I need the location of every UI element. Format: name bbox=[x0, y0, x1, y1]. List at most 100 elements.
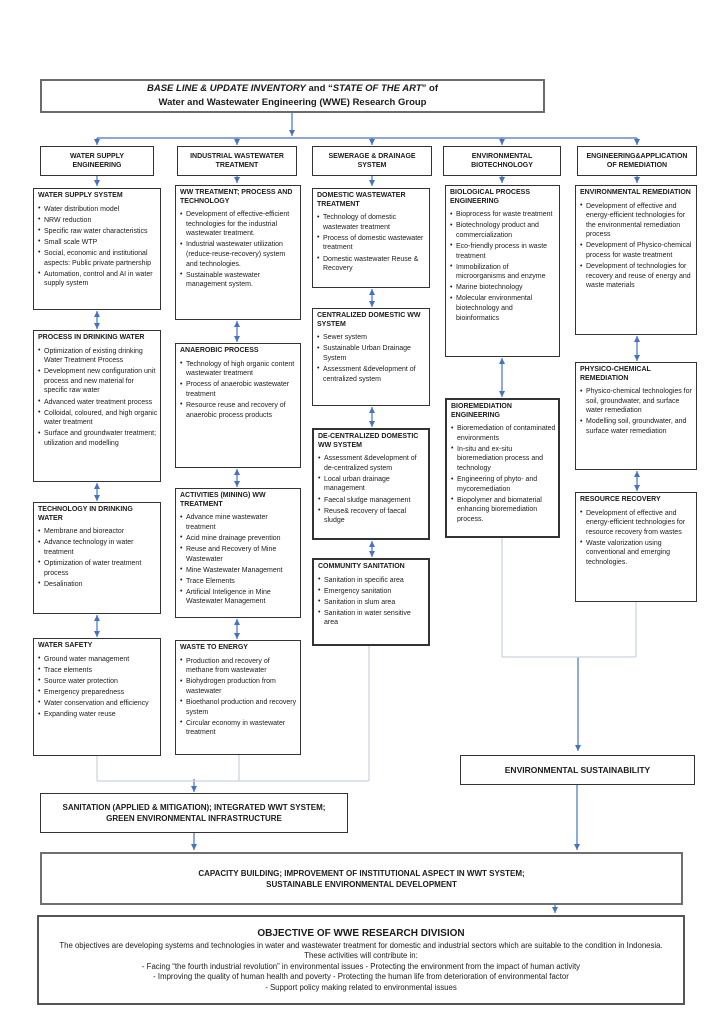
bullet-item: Molecular environmental biotechnology an… bbox=[450, 294, 557, 323]
bullet-item: Development of effective and energy-effi… bbox=[580, 201, 694, 240]
objective-lines: The objectives are developing systems an… bbox=[52, 941, 670, 994]
bullet-item: Acid mine drainage prevention bbox=[180, 533, 298, 544]
box-title: WATER SAFETY bbox=[38, 642, 93, 649]
bullet-item: Modelling soil, groundwater, and surface… bbox=[580, 417, 694, 436]
bullet-item: Waste valorization using conventional an… bbox=[580, 538, 694, 568]
bullet-item: Sustainable wastewater management system… bbox=[180, 270, 298, 290]
box-title: PHYSICO-CHEMICAL REMEDIATION bbox=[580, 366, 651, 382]
bullet-item: Social, economic and institutional aspec… bbox=[38, 248, 158, 268]
bullet-list: Sanitation in specific areaEmergency san… bbox=[318, 575, 426, 628]
box-centralized-domestic-ww-system: CENTRALIZED DOMESTIC WW SYSTEM Sewer sys… bbox=[312, 308, 430, 406]
title-part-of: ” of bbox=[421, 83, 438, 94]
blue-arrows bbox=[94, 113, 640, 913]
box-title: TECHNOLOGY IN DRINKING WATER bbox=[38, 506, 133, 522]
bullet-item: Faecal sludge management bbox=[318, 495, 426, 506]
bullet-item: Physico-chemical technologies for soil, … bbox=[580, 387, 694, 416]
box-title: PROCESS IN DRINKING WATER bbox=[38, 334, 145, 341]
bullet-item: Ground water management bbox=[38, 654, 158, 665]
bullet-item: Production and recovery of methane from … bbox=[180, 656, 298, 676]
bullet-item: Emergency preparedness bbox=[38, 687, 158, 698]
bullet-item: Emergency sanitation bbox=[318, 586, 426, 597]
box-title: CENTRALIZED DOMESTIC WW SYSTEM bbox=[317, 312, 421, 328]
bullet-item: Process of anaerobic wastewater treatmen… bbox=[180, 380, 298, 399]
box-community-sanitation: COMMUNITY SANITATION Sanitation in speci… bbox=[312, 558, 430, 646]
bullet-item: Industrial wastewater utilization (reduc… bbox=[180, 240, 298, 269]
title-line-1: BASE LINE & UPDATE INVENTORY and “STATE … bbox=[147, 82, 438, 96]
objective-title: OBJECTIVE OF WWE RESEARCH DIVISION bbox=[257, 927, 465, 939]
box-capacity-building: CAPACITY BUILDING; IMPROVEMENT OF INSTIT… bbox=[40, 852, 683, 905]
box-title: BIOLOGICAL PROCESS ENGINEERING bbox=[450, 189, 530, 205]
box-water-supply-system: WATER SUPPLY SYSTEM Water distribution m… bbox=[33, 188, 161, 310]
box-title: ANAEROBIC PROCESS bbox=[180, 347, 259, 354]
box-title: ACTIVITIES (MINING) WW TREATMENT bbox=[180, 492, 266, 508]
box-environmental-remediation: ENVIRONMENTAL REMEDIATION Development of… bbox=[575, 185, 697, 335]
bullet-item: Assessment &development of de-centralize… bbox=[318, 454, 426, 473]
bullet-item: Water distribution model bbox=[38, 204, 158, 215]
bullet-item: Advance mine wastewater treatment bbox=[180, 513, 298, 532]
bullet-item: Development of technologies for recovery… bbox=[580, 262, 694, 291]
bullet-item: Artificial Inteligence in Mine Wastewate… bbox=[180, 587, 298, 607]
bullet-item: Development of Physico-chemical process … bbox=[580, 241, 694, 260]
bullet-item: Biotechnology product and commercializat… bbox=[450, 221, 557, 240]
bullet-item: In-situ and ex-situ bioremediation proce… bbox=[451, 444, 556, 474]
bullet-item: Optimization of existing drinking Water … bbox=[38, 346, 158, 366]
title-part-and: and “ bbox=[305, 83, 333, 94]
bullet-item: Desalination bbox=[38, 579, 158, 590]
box-title: BIOREMEDIATION ENGINEERING bbox=[451, 403, 512, 419]
bullet-item: Expanding water reuse bbox=[38, 710, 158, 720]
box-resource-recovery: RESOURCE RECOVERY Development of effecti… bbox=[575, 492, 697, 602]
box-title: WATER SUPPLY SYSTEM bbox=[38, 192, 123, 199]
bullet-item: Sanitation in slum area bbox=[318, 597, 426, 608]
box-anaerobic-process: ANAEROBIC PROCESS Technology of high org… bbox=[175, 343, 301, 468]
title-line-2: Water and Wastewater Engineering (WWE) R… bbox=[158, 97, 427, 108]
bullet-item: Biohydrogen production from wastewater bbox=[180, 677, 298, 696]
bullet-item: Immobilization of microorganisms and enz… bbox=[450, 262, 557, 282]
bullet-item: Local urban drainage management bbox=[318, 474, 426, 494]
bullet-list: Development of effective and energy-effi… bbox=[580, 201, 694, 291]
box-physico-chemical-remediation: PHYSICO-CHEMICAL REMEDIATION Physico-che… bbox=[575, 362, 697, 470]
bullet-item: Specific raw water characteristics bbox=[38, 226, 158, 237]
title-part-state-of-art: STATE OF THE ART bbox=[332, 83, 422, 94]
bullet-item: Reuse& recovery of faecal sludge bbox=[318, 506, 426, 526]
bullet-item: Reuse and Recovery of Mine Wastewater bbox=[180, 544, 298, 564]
bullet-item: Automation, control and AI in water supp… bbox=[38, 269, 158, 289]
bullet-item: Small scale WTP bbox=[38, 237, 158, 248]
bullet-item: Sanitation in water sensitive area bbox=[318, 608, 426, 628]
bullet-item: Engineering of phyto- and mycoremediatio… bbox=[451, 475, 556, 494]
bullet-list: Bioprocess for waste treatmentBiotechnol… bbox=[450, 210, 557, 323]
objective-line: - Improving the quality of human health … bbox=[153, 972, 569, 982]
bullet-item: Trace elements bbox=[38, 665, 158, 676]
title-part-baseline: BASE LINE & UPDATE INVENTORY bbox=[146, 83, 306, 94]
bullet-item: Domestic wastewater Reuse & Recovery bbox=[317, 254, 427, 274]
bullet-list: Technology of high organic content waste… bbox=[180, 359, 298, 421]
box-waste-to-energy: WASTE TO ENERGY Production and recovery … bbox=[175, 640, 301, 755]
bullet-item: Optimization of water treatment process bbox=[38, 558, 158, 578]
bullet-item: Sustainable Urban Drainage System bbox=[317, 344, 427, 363]
box-technology-in-drinking-water: TECHNOLOGY IN DRINKING WATER Membrane an… bbox=[33, 502, 161, 614]
objective-line: - Facing “the fourth industrial revoluti… bbox=[141, 961, 581, 971]
bullet-item: NRW reduction bbox=[38, 215, 158, 226]
box-title: ENVIRONMENTAL REMEDIATION bbox=[580, 189, 691, 196]
baseline-inventory-title-box: BASE LINE & UPDATE INVENTORY and “STATE … bbox=[40, 79, 545, 113]
bullet-item: Advance technology in water treatment bbox=[38, 538, 158, 557]
bullet-item: Circular economy in wastewater treatment bbox=[180, 718, 298, 738]
box-title: RESOURCE RECOVERY bbox=[580, 496, 661, 503]
bullet-list: Bioremediation of contaminated environme… bbox=[451, 424, 556, 524]
bullet-list: Ground water managementTrace elementsSou… bbox=[38, 654, 158, 720]
box-process-in-drinking-water: PROCESS IN DRINKING WATER Optimization o… bbox=[33, 330, 161, 482]
bullet-item: Process of domestic wastewater treatment bbox=[317, 233, 427, 253]
bullet-item: Resource reuse and recovery of anaerobic… bbox=[180, 400, 298, 420]
bullet-item: Development of effective and energy-effi… bbox=[580, 508, 694, 538]
objective-line: - Support policy making related to envir… bbox=[265, 982, 457, 992]
bullet-item: Source water protection bbox=[38, 676, 158, 687]
box-domestic-wastewater-treatment: DOMESTIC WASTEWATER TREATMENT Technology… bbox=[312, 188, 430, 288]
box-title: WW TREATMENT; PROCESS AND TECHNOLOGY bbox=[180, 189, 293, 205]
bullet-list: Physico-chemical technologies for soil, … bbox=[580, 387, 694, 436]
bullet-item: Bioremediation of contaminated environme… bbox=[451, 424, 556, 443]
bullet-list: Development of effective-efficient techn… bbox=[180, 210, 298, 290]
